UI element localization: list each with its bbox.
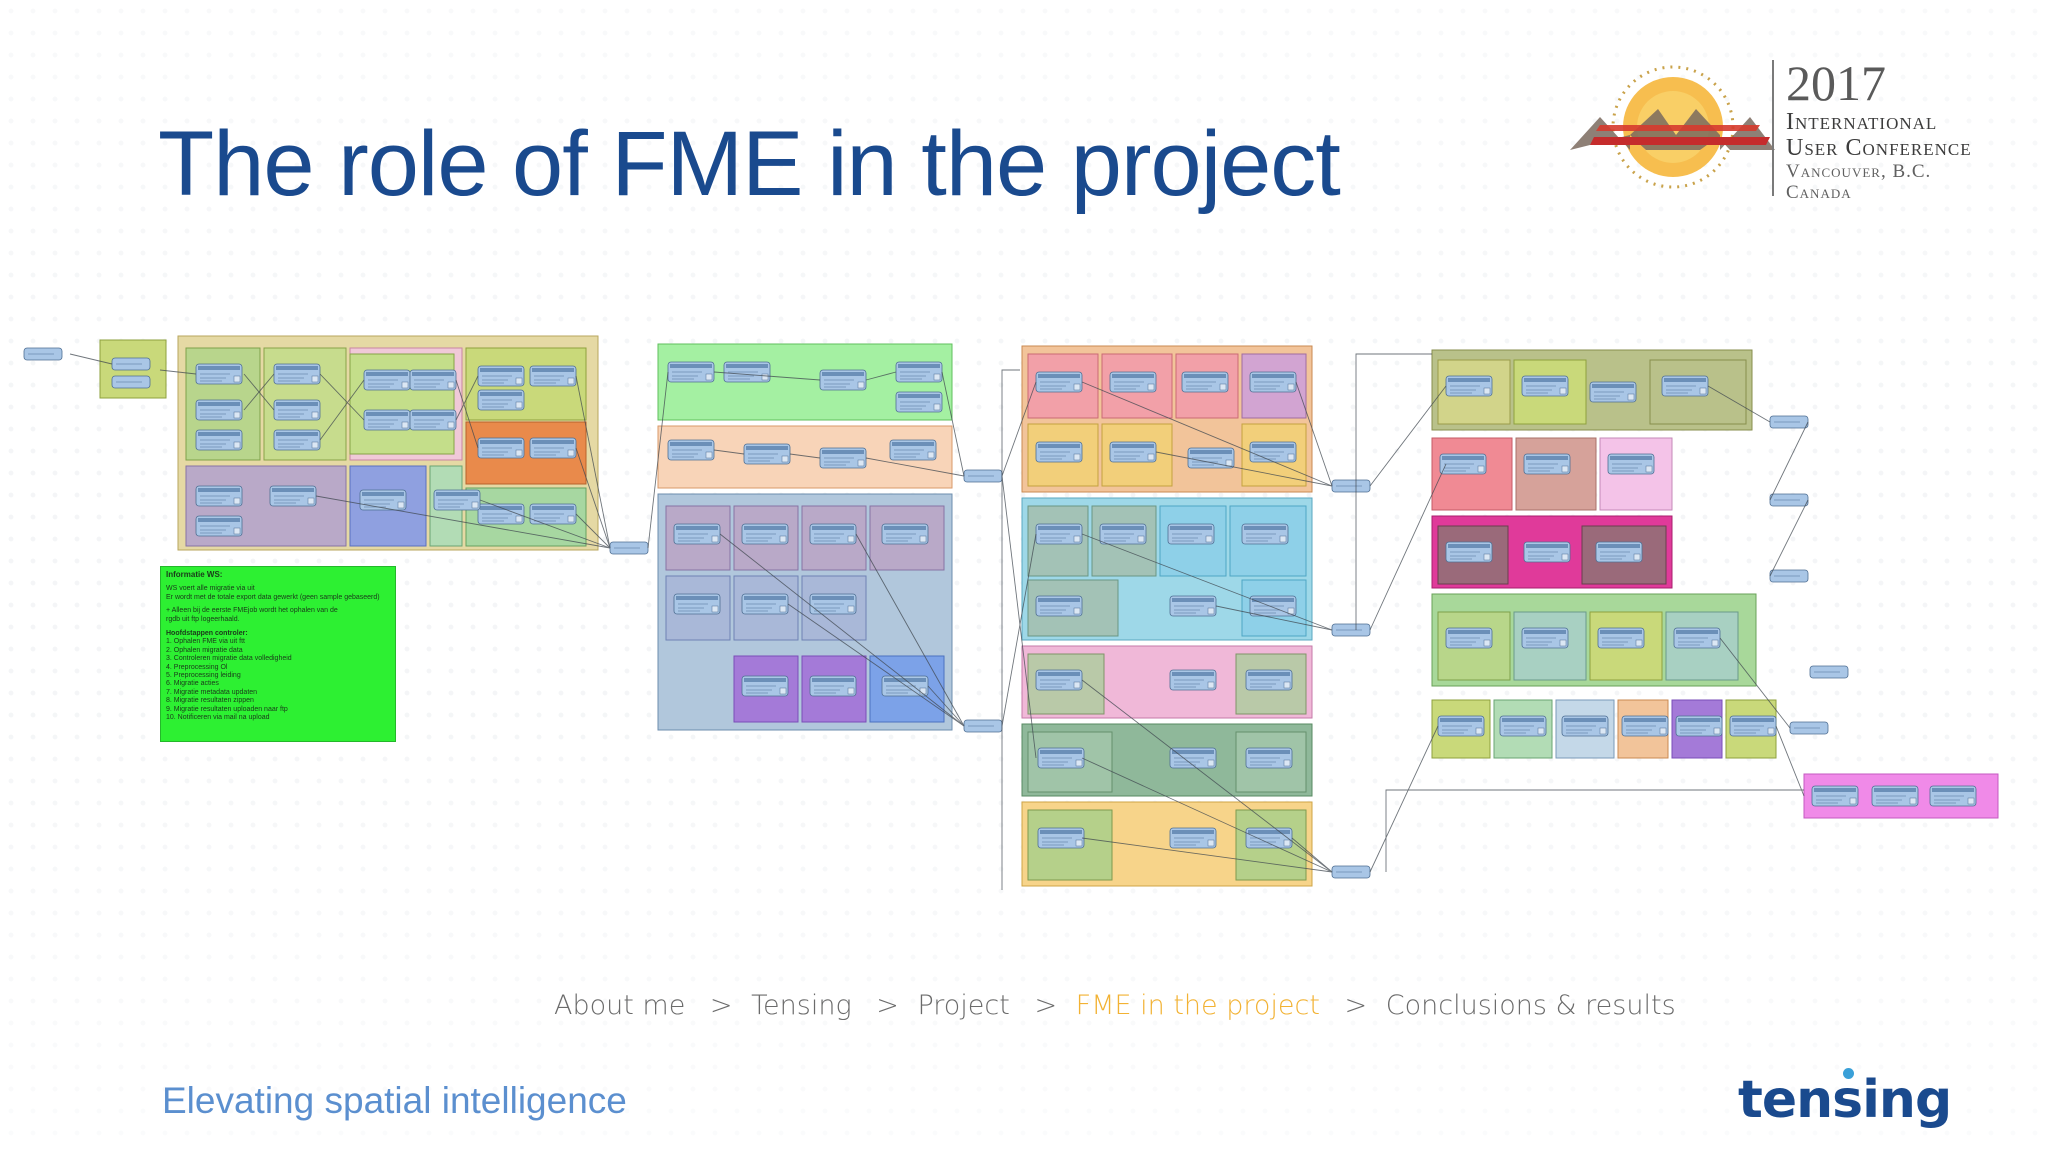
breadcrumb: About me > Tensing > Project > FME in th… [554,990,1682,1021]
tensing-logo: tensing [1738,1070,1952,1130]
info-step: 1. Ophalen FME via uit ftt [166,638,245,646]
workspace-info-note: Informatie WS: WS voert alle migratie vi… [160,566,396,742]
info-step: 4. Preprocessing Ol [166,663,228,671]
info-title: Informatie WS: [166,570,223,579]
info-step: 6. Migratie acties [166,680,219,688]
info-line-3: + Alleen bij de eerste FMEjob wordt het … [166,607,338,615]
breadcrumb-project[interactable]: Project [917,990,1010,1021]
logo-line-3: Vancouver, B.C. [1786,161,1932,182]
info-step: 10. Notificeren via mail na upload [166,714,270,722]
breadcrumb-separator: > [709,990,733,1021]
breadcrumb-conclusions-results[interactable]: Conclusions & results [1385,990,1676,1021]
breadcrumb-separator: > [1034,990,1058,1021]
logo-year: 2017 [1786,55,1886,111]
conference-logo-text: 2017 International User Conference Vanco… [1786,58,1972,202]
fme-conference-logo-icon [1570,65,1775,189]
info-step: 2. Ophalen migratie data [166,646,243,654]
info-step: 9. Migratie resultaten uploaden naar ftp [166,705,288,713]
slide-title: The role of FME in the project [158,113,1341,215]
info-step: 7. Migratie metadata updaten [166,688,258,696]
info-step: 8. Migratie resultaten zippen [166,697,254,705]
breadcrumb-separator: > [876,990,899,1021]
info-line-2: Er wordt met de totale export data gewer… [166,593,380,601]
tagline: Elevating spatial intelligence [162,1080,627,1121]
info-line-4: rgdb uit ftp logeerhaald. [166,615,240,623]
info-heading: Hoofdstappen controler: [166,630,248,638]
breadcrumb-tensing[interactable]: Tensing [751,990,852,1021]
logo-divider [1772,60,1774,196]
breadcrumb-separator: > [1344,990,1368,1021]
breadcrumb-about-me[interactable]: About me [554,990,686,1021]
info-steps: 1. Ophalen FME via uit ftt 2. Ophalen mi… [166,638,390,722]
logo-line-1: International [1786,109,1938,135]
logo-line-2: User Conference [1786,135,1972,161]
breadcrumb-fme-in-the-project[interactable]: FME in the project [1075,990,1320,1021]
brand-dot-icon [1843,1068,1854,1079]
fme-workspace-diagram [23,335,1999,890]
info-step: 3. Controleren migratie data volledighei… [166,655,292,663]
info-step: 5. Preprocessing leiding [166,672,241,680]
info-line-1: WS voert alle migratie via uit [166,585,255,593]
logo-line-4: Canada [1786,182,1852,203]
